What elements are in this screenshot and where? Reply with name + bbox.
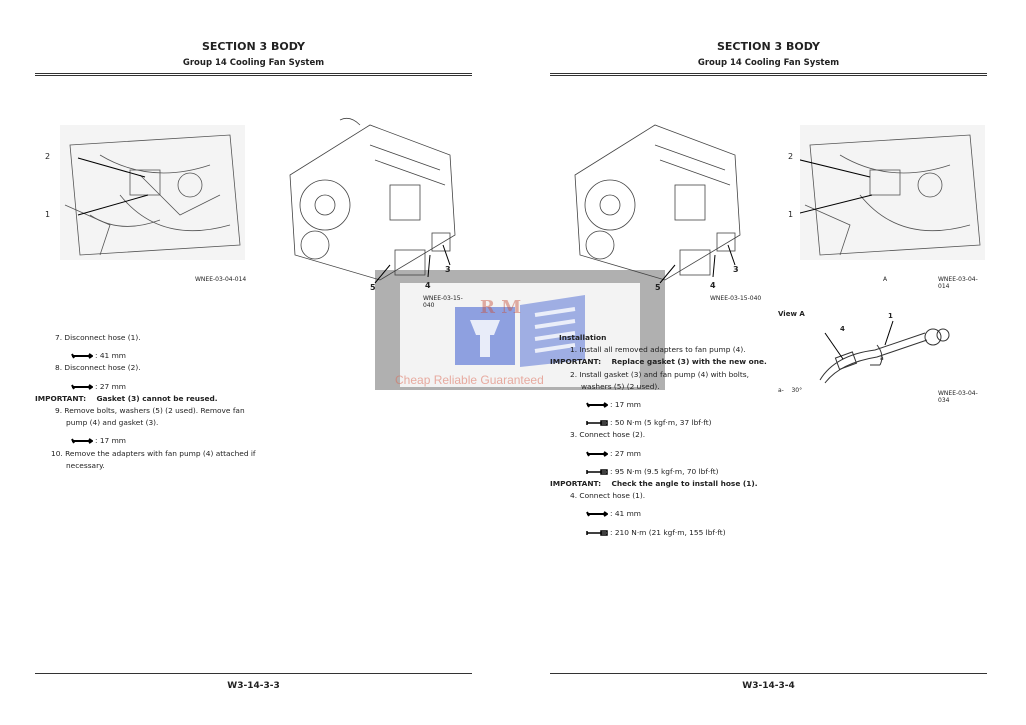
wrench-icon xyxy=(71,383,93,390)
important-note: IMPORTANT: Gasket (3) cannot be reused. xyxy=(35,393,218,403)
callout: a xyxy=(880,355,884,362)
important-note: IMPORTANT: Replace gasket (3) with the n… xyxy=(550,357,767,367)
watermark-slogan: Cheap Reliable Guaranteed xyxy=(395,373,544,387)
view-a-legend: a- 30° xyxy=(778,387,803,394)
wrench-icon xyxy=(586,511,608,518)
header-rule xyxy=(550,73,987,76)
torque-spec: : 95 N·m (9.5 kgf·m, 70 lbf·ft) xyxy=(550,466,767,478)
wrench-icon xyxy=(71,438,93,445)
section-title: SECTION 3 BODY xyxy=(201,40,305,53)
callout: A xyxy=(883,276,888,283)
callout: 4 xyxy=(710,281,716,290)
figure-caption: WNEE-03-04-014 xyxy=(195,276,247,283)
step-10: 10. Remove the adapters with fan pump (4… xyxy=(51,448,256,458)
torque-spec: : 50 N·m (5 kgf·m, 37 lbf·ft) xyxy=(550,417,767,429)
step-4: 4. Connect hose (1). xyxy=(570,491,646,501)
installation-steps: Installation 1. Install all removed adap… xyxy=(550,332,767,539)
torque-wrench-icon xyxy=(586,469,608,475)
figure-caption: WNEE-03-15-040 xyxy=(423,295,463,309)
section-title: SECTION 3 BODY xyxy=(716,40,820,53)
removal-steps: 7. Disconnect hose (1). : 41 mm 8. Disco… xyxy=(35,332,256,472)
callout: 1 xyxy=(788,210,794,219)
step-3: 3. Connect hose (2). xyxy=(570,430,646,440)
step-9: 9. Remove bolts, washers (5) (2 used). R… xyxy=(55,406,245,416)
view-a-title: View A xyxy=(778,310,805,318)
tool-spec: : 17 mm xyxy=(550,399,767,411)
torque-spec: : 210 N·m (21 kgf·m, 155 lbf·ft) xyxy=(550,527,767,539)
watermark-logo-text: R M xyxy=(480,297,522,318)
figure-caption: WNEE-03-04-014 xyxy=(938,276,978,290)
tool-spec: : 27 mm xyxy=(35,381,256,393)
wrench-icon xyxy=(586,402,608,408)
engine-drawing-figure xyxy=(289,117,456,284)
group-title: Group 14 Cooling Fan System xyxy=(182,58,325,68)
header-rule xyxy=(35,73,472,76)
step-10-cont: necessary. xyxy=(66,460,105,470)
wrench-icon xyxy=(71,353,93,360)
view-a-figure xyxy=(819,320,950,384)
figure-caption: WNEE-03-04-034 xyxy=(938,390,978,404)
step-7: 7. Disconnect hose (1). xyxy=(55,333,141,342)
torque-wrench-icon xyxy=(586,529,608,536)
page-number: W3-14-3-3 xyxy=(227,681,280,691)
installation-heading: Installation xyxy=(559,333,607,342)
tool-spec: : 27 mm xyxy=(550,448,767,460)
callout: 5 xyxy=(370,283,376,292)
step-8: 8. Disconnect hose (2). xyxy=(55,363,141,373)
callout: 4 xyxy=(425,281,431,290)
callout: 2 xyxy=(788,152,794,161)
step-1: 1. Install all removed adapters to fan p… xyxy=(570,345,746,355)
step-2: 2. Install gasket (3) and fan pump (4) w… xyxy=(570,369,749,379)
tool-spec: : 41 mm xyxy=(35,350,256,362)
left-page: SECTION 3 BODY Group 14 Cooling Fan Syst… xyxy=(35,0,472,725)
callout: 4 xyxy=(840,325,845,333)
important-note: IMPORTANT: Check the angle to install ho… xyxy=(550,479,758,489)
page-number: W3-14-3-4 xyxy=(742,681,795,691)
callout: 1 xyxy=(45,210,51,219)
watermark: R M Cheap Reliable Guaranteed xyxy=(375,270,665,390)
hose-photo-figure xyxy=(60,125,245,260)
callout: 5 xyxy=(655,283,661,292)
tool-spec: : 41 mm xyxy=(550,508,767,520)
footer-rule xyxy=(550,673,987,675)
callout: 1 xyxy=(888,312,893,320)
group-title: Group 14 Cooling Fan System xyxy=(697,58,840,68)
callout: 3 xyxy=(733,265,739,274)
hose-photo-figure xyxy=(800,125,985,260)
callout: 2 xyxy=(45,152,51,161)
callout: 3 xyxy=(445,265,451,274)
footer-rule xyxy=(35,673,472,675)
step-2-cont: washers (5) (2 used). xyxy=(581,381,660,391)
figure-caption: WNEE-03-15-040 xyxy=(710,295,762,302)
tool-spec: : 17 mm xyxy=(35,435,256,447)
wrench-icon xyxy=(586,450,608,457)
torque-wrench-icon xyxy=(586,420,608,426)
step-9-cont: pump (4) and gasket (3). xyxy=(66,418,159,428)
watermark-book-icon xyxy=(455,295,585,367)
engine-drawing-figure xyxy=(574,124,741,284)
right-page: SECTION 3 BODY Group 14 Cooling Fan Syst… xyxy=(550,0,987,725)
